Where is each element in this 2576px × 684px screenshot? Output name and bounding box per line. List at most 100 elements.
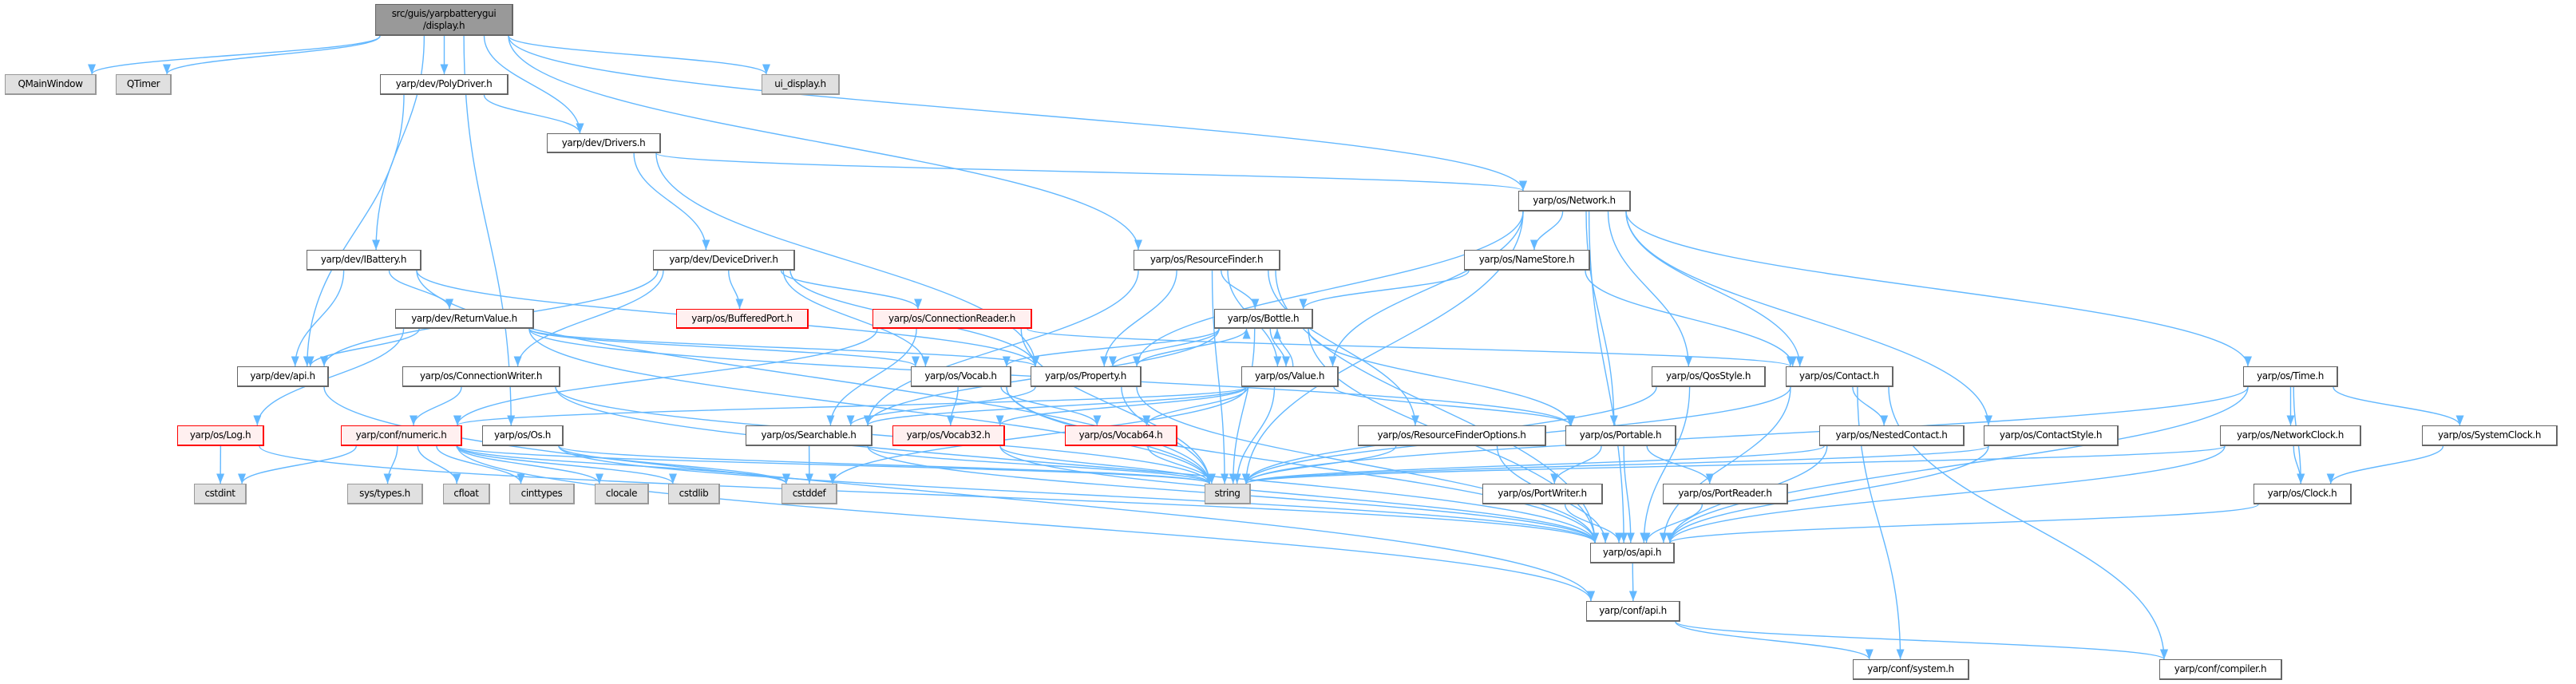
node-devapi[interactable]: yarp/dev/api.h	[237, 366, 329, 387]
node-value[interactable]: yarp/os/Value.h	[1241, 366, 1339, 387]
edge-contact-to-nestedcontact	[1852, 386, 1889, 426]
node-label: cstddef	[792, 488, 826, 499]
edge-time-to-systemclock	[2333, 386, 2464, 426]
edge-network-to-property	[1133, 211, 1524, 367]
edge-value-to-string	[1233, 386, 1276, 484]
node-qmainwindow[interactable]: QMainWindow	[5, 74, 97, 95]
node-label: yarp/os/PortWriter.h	[1498, 488, 1587, 499]
node-cstddef[interactable]: cstddef	[782, 484, 837, 504]
edge-network-to-contactstyle	[1625, 211, 1992, 426]
edge-connectionwriter-to-osapi	[555, 386, 1599, 544]
edge-namestore-to-bottle	[1299, 270, 1470, 310]
node-cinttypes[interactable]: cinttypes	[509, 484, 575, 504]
edge-resourcefinder-to-string	[1211, 270, 1229, 484]
node-namestore[interactable]: yarp/os/NameStore.h	[1464, 250, 1590, 271]
node-string[interactable]: string	[1205, 484, 1251, 504]
edge-drivers-to-devicedriver	[633, 152, 710, 251]
node-contactstyle[interactable]: yarp/os/ContactStyle.h	[1984, 425, 2119, 446]
edge-property-to-searchable	[846, 386, 1036, 426]
node-portreader[interactable]: yarp/os/PortReader.h	[1663, 484, 1788, 504]
node-network[interactable]: yarp/os/Network.h	[1518, 191, 1631, 212]
edge-portwriter-to-osapi	[1564, 504, 1624, 544]
node-label: yarp/os/SystemClock.h	[2437, 429, 2542, 441]
edge-numeric-to-cfloat	[417, 445, 461, 484]
edge-os-to-osapi	[558, 445, 1599, 544]
edge-drivers-to-network	[655, 152, 1527, 192]
node-devicedriver[interactable]: yarp/dev/DeviceDriver.h	[653, 250, 795, 271]
edge-connectionwriter-to-numeric	[409, 386, 462, 426]
node-time[interactable]: yarp/os/Time.h	[2243, 366, 2338, 387]
edge-confapi-to-confsystem	[1675, 621, 1874, 660]
node-contact[interactable]: yarp/os/Contact.h	[1786, 366, 1893, 387]
edge-value-to-numeric	[453, 386, 1247, 426]
node-label: yarp/os/Clock.h	[2267, 488, 2337, 499]
node-bufferedport[interactable]: yarp/os/BufferedPort.h	[676, 309, 809, 329]
edge-returnvalue-to-devapi	[306, 328, 420, 367]
node-label: yarp/os/Value.h	[1254, 370, 1325, 382]
node-label: yarp/os/NetworkClock.h	[2236, 429, 2344, 441]
edge-resourcefinder-to-rfoptions	[1268, 270, 1419, 426]
node-label: /display.h	[422, 19, 465, 31]
edge-ibattery-to-returnvalue	[388, 270, 454, 310]
node-rfoptions[interactable]: yarp/os/ResourceFinderOptions.h	[1358, 425, 1546, 446]
node-osapi[interactable]: yarp/os/api.h	[1590, 543, 1675, 563]
node-display[interactable]: src/guis/yarpbatterygui/display.h	[375, 4, 513, 36]
node-log[interactable]: yarp/os/Log.h	[177, 425, 264, 446]
node-label: cinttypes	[520, 488, 563, 499]
node-ibattery[interactable]: yarp/dev/IBattery.h	[307, 250, 421, 271]
edge-vocab32-to-osapi	[999, 445, 1599, 544]
edge-numeric-to-confapi	[457, 445, 1595, 602]
node-qtimer[interactable]: QTimer	[116, 74, 172, 95]
edge-connectionreader-to-string	[1020, 328, 1214, 484]
node-nestedcontact[interactable]: yarp/os/NestedContact.h	[1819, 425, 1965, 446]
node-label: yarp/os/Network.h	[1533, 195, 1616, 206]
node-qosstyle[interactable]: yarp/os/QosStyle.h	[1652, 366, 1766, 387]
edge-os-to-string	[558, 445, 1213, 484]
node-label: yarp/os/ConnectionWriter.h	[419, 370, 543, 382]
node-label: yarp/dev/api.h	[250, 370, 315, 382]
node-vocab64[interactable]: yarp/os/Vocab64.h	[1065, 425, 1177, 446]
node-vocab[interactable]: yarp/os/Vocab.h	[911, 366, 1011, 387]
node-cstdint[interactable]: cstdint	[194, 484, 247, 504]
node-portable[interactable]: yarp/os/Portable.h	[1565, 425, 1676, 446]
edge-display-to-os	[463, 35, 516, 426]
edge-vocab64-to-string	[1147, 445, 1216, 484]
node-portwriter[interactable]: yarp/os/PortWriter.h	[1482, 484, 1603, 504]
node-confapi[interactable]: yarp/conf/api.h	[1586, 601, 1680, 622]
node-clocale[interactable]: clocale	[595, 484, 649, 504]
node-searchable[interactable]: yarp/os/Searchable.h	[746, 425, 873, 446]
node-vocab32[interactable]: yarp/os/Vocab32.h	[892, 425, 1005, 446]
node-systypes[interactable]: sys/types.h	[347, 484, 423, 504]
edge-network-to-value	[1328, 211, 1524, 367]
node-numeric[interactable]: yarp/conf/numeric.h	[341, 425, 462, 446]
node-connectionreader[interactable]: yarp/os/ConnectionReader.h	[873, 309, 1032, 329]
node-returnvalue[interactable]: yarp/dev/ReturnValue.h	[395, 309, 534, 329]
node-drivers[interactable]: yarp/dev/Drivers.h	[547, 133, 661, 153]
node-networkclock[interactable]: yarp/os/NetworkClock.h	[2220, 425, 2361, 446]
edge-networkclock-to-clock	[2293, 445, 2305, 484]
node-property[interactable]: yarp/os/Property.h	[1031, 366, 1142, 387]
node-label: yarp/os/ContactStyle.h	[1999, 429, 2103, 441]
node-confsystem[interactable]: yarp/conf/system.h	[1853, 659, 1969, 680]
node-polydriver[interactable]: yarp/dev/PolyDriver.h	[380, 74, 508, 95]
edge-numeric-to-cstdlib	[457, 445, 677, 484]
edge-devicedriver-to-connectionwriter	[513, 270, 664, 367]
node-confcompiler[interactable]: yarp/conf/compiler.h	[2159, 659, 2282, 680]
node-ui_display[interactable]: ui_display.h	[762, 74, 840, 95]
edge-qosstyle-to-osapi	[1640, 386, 1691, 544]
node-clock[interactable]: yarp/os/Clock.h	[2254, 484, 2352, 504]
edge-log-to-osapi	[259, 445, 1599, 544]
node-resourcefinder[interactable]: yarp/os/ResourceFinder.h	[1134, 250, 1280, 271]
node-bottle[interactable]: yarp/os/Bottle.h	[1214, 309, 1313, 329]
node-label: yarp/conf/numeric.h	[355, 429, 447, 441]
edge-vocab-to-osapi	[1006, 386, 1599, 544]
node-cfloat[interactable]: cfloat	[443, 484, 490, 504]
node-cstdlib[interactable]: cstdlib	[668, 484, 720, 504]
edge-display-to-ibattery	[372, 35, 425, 251]
node-systemclock[interactable]: yarp/os/SystemClock.h	[2422, 425, 2558, 446]
edge-polydriver-to-drivers	[483, 94, 584, 134]
node-connectionwriter[interactable]: yarp/os/ConnectionWriter.h	[402, 366, 560, 387]
node-label: cstdint	[204, 488, 235, 499]
node-os[interactable]: yarp/os/Os.h	[482, 425, 564, 446]
